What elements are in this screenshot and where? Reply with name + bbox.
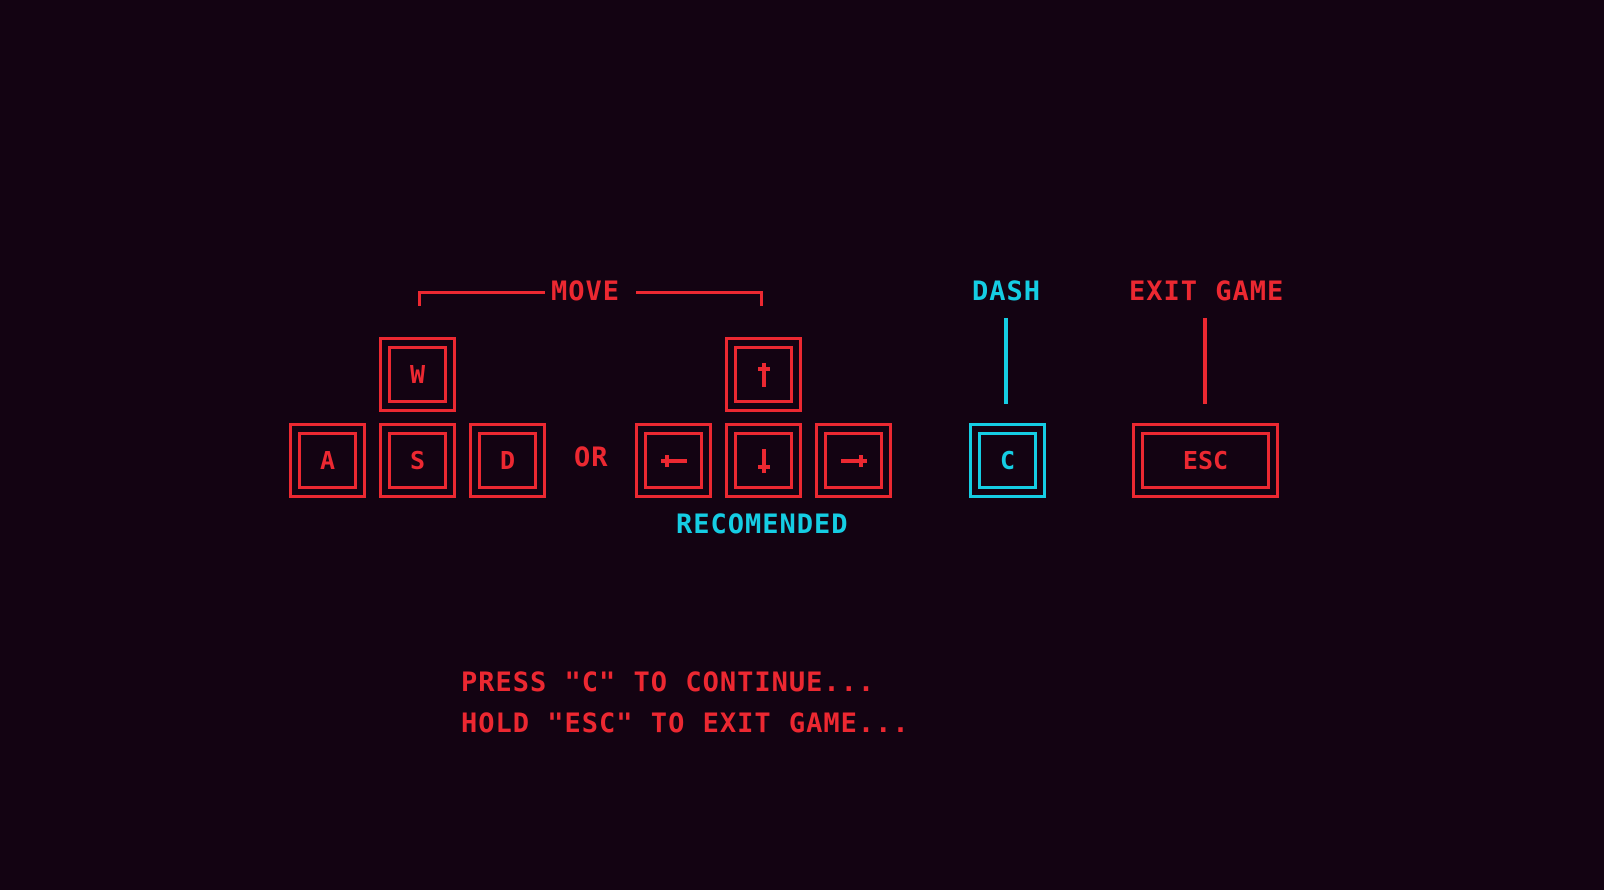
continue-prompt: PRESS "C" TO CONTINUE...: [461, 667, 876, 698]
d-key-label: D: [478, 432, 537, 489]
s-key-label: S: [388, 432, 447, 489]
recommended-label: RECOMENDED: [676, 509, 849, 540]
esc-key-label: ESC: [1141, 432, 1270, 489]
exit-game-label: EXIT GAME: [1129, 276, 1285, 307]
c-key[interactable]: C: [969, 423, 1046, 498]
dash-label: DASH: [972, 276, 1042, 307]
left-arrow-icon: [660, 454, 687, 467]
down-arrow-key[interactable]: [725, 423, 802, 498]
move-bracket-right-tick: [760, 291, 763, 306]
exit-prompt: HOLD "ESC" TO EXIT GAME...: [461, 708, 910, 739]
down-arrow-key-face: [734, 432, 793, 489]
right-arrow-icon: [840, 454, 867, 467]
s-key[interactable]: S: [379, 423, 456, 498]
up-arrow-icon: [757, 362, 770, 387]
up-arrow-key[interactable]: [725, 337, 802, 412]
move-bracket-left-tick: [418, 291, 421, 306]
down-arrow-icon: [757, 448, 770, 473]
move-label: MOVE: [551, 276, 621, 307]
move-bracket-right-line: [636, 291, 763, 294]
left-arrow-key[interactable]: [635, 423, 712, 498]
up-arrow-key-face: [734, 346, 793, 403]
move-bracket-left-line: [418, 291, 545, 294]
a-key[interactable]: A: [289, 423, 366, 498]
c-key-label: C: [978, 432, 1037, 489]
left-arrow-key-face: [644, 432, 703, 489]
esc-key[interactable]: ESC: [1132, 423, 1279, 498]
right-arrow-key-face: [824, 432, 883, 489]
w-key-label: W: [388, 346, 447, 403]
right-arrow-key[interactable]: [815, 423, 892, 498]
a-key-label: A: [298, 432, 357, 489]
w-key[interactable]: W: [379, 337, 456, 412]
or-label: OR: [574, 442, 609, 473]
exit-game-connector-line: [1203, 318, 1207, 404]
d-key[interactable]: D: [469, 423, 546, 498]
dash-connector-line: [1004, 318, 1008, 404]
